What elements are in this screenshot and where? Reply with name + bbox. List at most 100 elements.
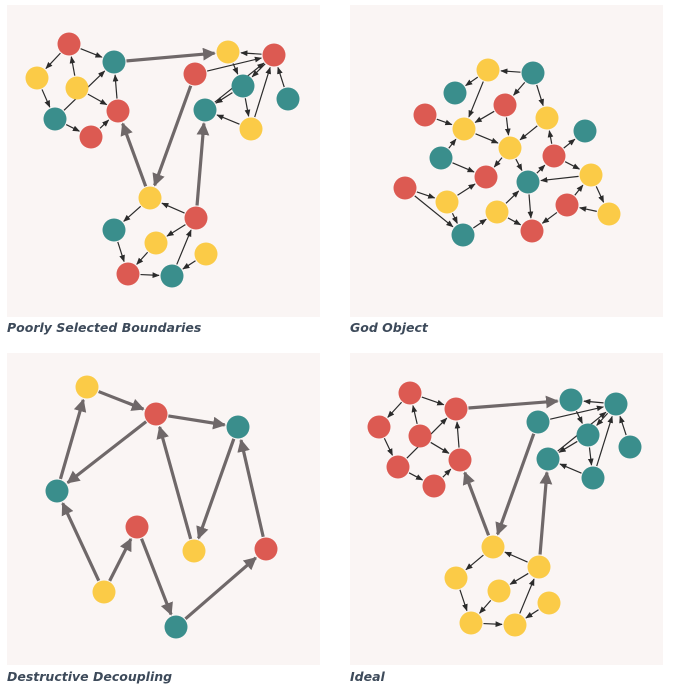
node-red-a1 bbox=[57, 32, 81, 56]
node-red-d2 bbox=[144, 402, 168, 426]
node-teal-t6 bbox=[536, 447, 560, 471]
edge-r7-to-r2 bbox=[454, 421, 461, 448]
node-teal-a5 bbox=[43, 107, 67, 131]
edge-g17-to-g21 bbox=[507, 217, 522, 226]
node-red-b2 bbox=[262, 43, 286, 67]
node-red-r2 bbox=[444, 397, 468, 421]
graph-god-object bbox=[393, 58, 621, 247]
edge-g2-to-g7 bbox=[536, 84, 544, 107]
edge-r6-to-r7 bbox=[442, 468, 452, 478]
edge-g15-to-g14 bbox=[540, 175, 579, 183]
node-yellow-y3 bbox=[444, 566, 468, 590]
edge-g1-to-g3 bbox=[465, 76, 479, 87]
caption-ideal: Ideal bbox=[350, 669, 385, 684]
node-yellow-y5 bbox=[537, 591, 561, 615]
node-teal-t2 bbox=[604, 392, 628, 416]
edge-d5-to-d9 bbox=[140, 538, 173, 616]
edge-g9-to-g6 bbox=[448, 138, 457, 149]
node-red-c6 bbox=[116, 262, 140, 286]
edge-d9-to-d7 bbox=[184, 556, 257, 621]
node-red-g21 bbox=[520, 219, 544, 243]
edge-g16-to-g20 bbox=[451, 212, 458, 224]
edge-g1-to-g6 bbox=[468, 81, 484, 118]
edge-y7-to-y2 bbox=[519, 578, 535, 614]
edge-g11-to-g15 bbox=[564, 161, 581, 170]
edge-t3-to-y1 bbox=[495, 433, 536, 536]
edge-d8-to-d5 bbox=[108, 537, 133, 582]
edge-a2-to-b1 bbox=[126, 47, 216, 63]
edge-g20-to-g17 bbox=[473, 218, 487, 229]
node-yellow-b1 bbox=[216, 40, 240, 64]
edge-d4-to-d1 bbox=[58, 398, 87, 480]
edge-g17-to-g14 bbox=[505, 190, 520, 204]
edge-y2-to-y4 bbox=[509, 572, 529, 585]
node-red-r4 bbox=[408, 424, 432, 448]
edge-t7-to-t2 bbox=[596, 415, 613, 467]
edge-c2-to-c1 bbox=[161, 202, 185, 214]
edge-g4-to-g6 bbox=[474, 110, 495, 123]
edge-r1-to-r2 bbox=[421, 396, 445, 406]
node-red-g12 bbox=[474, 165, 498, 189]
edge-g5-to-g6 bbox=[436, 118, 453, 126]
node-red-r5 bbox=[386, 455, 410, 479]
edge-g7-to-g10 bbox=[519, 125, 538, 141]
node-red-g13 bbox=[393, 176, 417, 200]
node-yellow-b7 bbox=[239, 117, 263, 141]
edge-b3-to-c1 bbox=[152, 85, 193, 187]
edge-g16-to-g12 bbox=[457, 183, 476, 196]
edge-y2-to-t6 bbox=[538, 471, 553, 555]
edge-g10-to-g12 bbox=[493, 157, 503, 168]
edge-g18-to-g21 bbox=[541, 211, 558, 224]
diagram-panel-destructive-decoupling bbox=[7, 353, 320, 665]
node-teal-c3 bbox=[102, 218, 126, 242]
node-yellow-g15 bbox=[579, 163, 603, 187]
edge-b4-to-b7 bbox=[244, 98, 251, 117]
edge-y1-to-r7 bbox=[462, 471, 491, 536]
node-red-r3 bbox=[367, 415, 391, 439]
node-teal-c7 bbox=[160, 264, 184, 288]
diagram-panel-ideal bbox=[350, 353, 663, 665]
diagram-panel-poorly-selected-boundaries bbox=[7, 5, 320, 317]
graph-ideal bbox=[367, 381, 642, 637]
edge-d8-to-d4 bbox=[61, 502, 101, 582]
node-teal-g2 bbox=[521, 61, 545, 85]
edge-b4-to-b6 bbox=[215, 92, 233, 104]
edge-g13-to-g20 bbox=[414, 195, 454, 228]
node-yellow-g16 bbox=[435, 190, 459, 214]
edge-a3-to-a5 bbox=[41, 89, 51, 108]
edge-b3-to-b2 bbox=[207, 56, 263, 72]
node-teal-g8 bbox=[573, 119, 597, 143]
edge-t7-to-t6 bbox=[559, 463, 582, 474]
edge-t4-to-t6 bbox=[558, 440, 578, 453]
node-yellow-c4 bbox=[144, 231, 168, 255]
node-red-r1 bbox=[398, 381, 422, 405]
caption-destructive-decoupling: Destructive Decoupling bbox=[7, 669, 173, 684]
edge-a1-to-a2 bbox=[80, 48, 103, 58]
edge-d1-to-d2 bbox=[98, 390, 145, 411]
node-yellow-g6 bbox=[452, 117, 476, 141]
node-yellow-a4 bbox=[65, 76, 89, 100]
node-teal-b4 bbox=[231, 74, 255, 98]
edge-g9-to-g12 bbox=[452, 162, 475, 173]
node-yellow-g10 bbox=[498, 136, 522, 160]
node-red-g4 bbox=[493, 93, 517, 117]
edge-a4-to-a7 bbox=[87, 93, 108, 106]
node-teal-g9 bbox=[429, 146, 453, 170]
edge-b2-to-b1 bbox=[240, 50, 262, 57]
node-red-d7 bbox=[254, 537, 278, 561]
edge-d7-to-d3 bbox=[237, 438, 265, 538]
edge-r2-to-t1 bbox=[468, 395, 559, 410]
node-teal-t3 bbox=[526, 410, 550, 434]
edge-g11-to-g8 bbox=[563, 138, 576, 149]
edge-b5-to-b2 bbox=[277, 66, 285, 88]
node-yellow-g7 bbox=[535, 106, 559, 130]
node-red-d5 bbox=[125, 515, 149, 539]
caption-poorly-selected-boundaries: Poorly Selected Boundaries bbox=[7, 320, 202, 335]
node-teal-t5 bbox=[618, 435, 642, 459]
edge-y6-to-y7 bbox=[483, 621, 503, 627]
node-teal-t7 bbox=[581, 466, 605, 490]
edge-b7-to-b2 bbox=[254, 66, 271, 118]
node-yellow-d6 bbox=[182, 539, 206, 563]
edge-r3-to-r5 bbox=[383, 438, 393, 456]
edge-c7-to-c2 bbox=[176, 229, 192, 265]
